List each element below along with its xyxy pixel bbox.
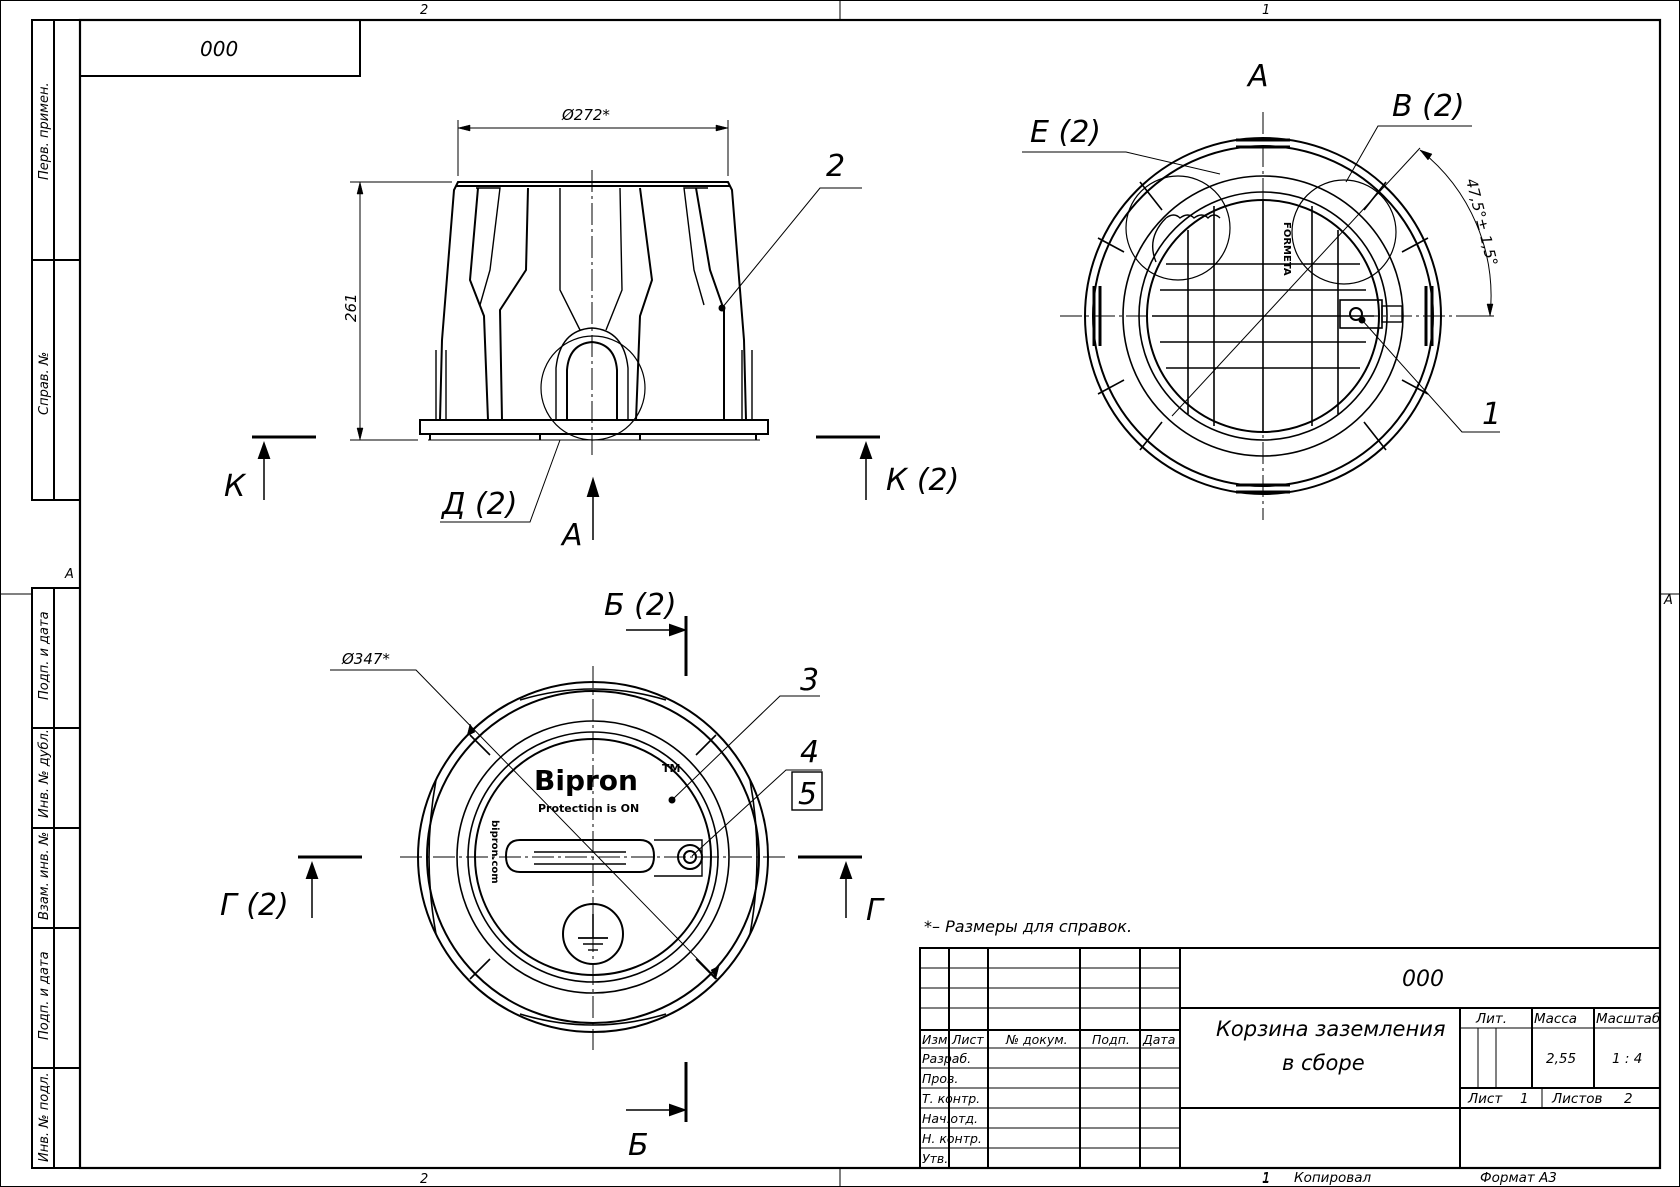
tb-name-line2: в сборе (1282, 1051, 1365, 1075)
tb-col-izm: Изм. (922, 1032, 951, 1047)
tb-sheet-value: 1 (1520, 1091, 1529, 1107)
tb-name-line1: Корзина заземления (1216, 1017, 1446, 1041)
bottom-brand-tm: TM (662, 762, 680, 775)
side-label-inv-podl: Инв. № подл. (37, 1072, 52, 1162)
tb-doc-number: 000 (1402, 967, 1444, 992)
bottom-section-g-right: Г (866, 893, 885, 928)
front-section-k-right: К (2) (886, 463, 959, 498)
title-block (919, 947, 1661, 1169)
zone-label-top-right: 1 (1262, 3, 1270, 18)
tb-row-prov: Пров. (922, 1071, 958, 1086)
side-label-podp-data-1: Подп. и дата (37, 611, 52, 700)
side-label-sprav-no: Справ. № (37, 352, 52, 415)
top-callout-e: Е (2) (1030, 115, 1101, 150)
bottom-site: bipron.com (489, 820, 500, 884)
tb-sheets-value: 2 (1624, 1091, 1633, 1107)
top-angle-label: 47,5°± 1,5° (1462, 177, 1501, 268)
zone-label-bottom-right: 1 (1262, 1172, 1270, 1187)
bottom-brand: Bipron (534, 764, 638, 797)
side-label-vzam-inv: Взам. инв. № (37, 832, 52, 920)
tb-sheets-label: Листов (1551, 1091, 1602, 1107)
bottom-leader-5-label: 5 (798, 777, 817, 812)
side-label-perv-primen: Перв. примен. (37, 82, 52, 180)
top-view (1022, 112, 1500, 520)
footer-format: Формат А3 (1480, 1170, 1557, 1186)
tb-massa-label: Масса (1534, 1011, 1577, 1027)
top-leader-1-label: 1 (1482, 397, 1501, 432)
tb-row-utv: Утв. (922, 1151, 948, 1166)
footer-sheet-num: 1 (1262, 1170, 1271, 1186)
side-strip (31, 19, 81, 1169)
front-leader-2-label: 2 (826, 149, 845, 184)
zone-label-top-left: 2 (420, 3, 428, 18)
tb-scale-value: 1 : 4 (1612, 1051, 1642, 1067)
top-brand-text: FORMETA (1281, 222, 1292, 276)
side-label-podp-data-2: Подп. и дата (37, 951, 52, 1040)
front-dim-height: 261 (342, 293, 360, 322)
tb-lit-label: Лит. (1475, 1011, 1507, 1027)
bottom-leader-4-label: 4 (800, 735, 819, 770)
side-label-inv-dubl: Инв. № дубл. (37, 729, 52, 818)
bottom-dim-diameter: Ø347* (341, 650, 390, 668)
zone-label-bottom-left: 2 (420, 1172, 428, 1187)
top-view-title: А (1246, 59, 1269, 94)
bottom-leader-3-label: 3 (800, 663, 819, 698)
tb-masshtab-label: Масштаб (1596, 1011, 1660, 1027)
footer-kopiroval: Копировал (1294, 1170, 1372, 1186)
tb-col-podp: Подп. (1092, 1032, 1130, 1047)
reference-note: *– Размеры для справок. (924, 917, 1132, 936)
stamp-top-text: 000 (200, 37, 238, 61)
bottom-section-b-bottom: Б (628, 1128, 649, 1163)
bottom-view (298, 616, 862, 1122)
tb-row-tkontr: Т. контр. (922, 1091, 980, 1106)
tb-col-list: Лист (951, 1032, 984, 1047)
front-section-k-left: К (224, 469, 247, 504)
tb-row-razrab: Разраб. (922, 1051, 971, 1066)
front-dim-diameter: Ø272* (561, 106, 610, 124)
zone-label-right: A (1663, 593, 1673, 608)
bottom-slogan: Protection is ON (538, 802, 639, 815)
tb-col-docnum: № докум. (1005, 1032, 1068, 1047)
tb-massa-value: 2,55 (1546, 1051, 1576, 1067)
tb-col-data: Дата (1142, 1032, 1175, 1047)
tb-row-nkontr: Н. контр. (922, 1131, 982, 1146)
front-view (252, 120, 880, 540)
top-callout-v: В (2) (1392, 89, 1465, 124)
front-arrow-a-label: А (560, 518, 583, 553)
tb-row-nachotd: Нач.отд. (922, 1111, 978, 1126)
front-detail-d-label: Д (2) (440, 487, 517, 522)
bottom-section-b-top: Б (2) (604, 588, 677, 623)
tb-sheet-label: Лист (1467, 1091, 1503, 1107)
bottom-section-g-left: Г (2) (220, 888, 289, 923)
zone-label-left: A (64, 567, 74, 582)
